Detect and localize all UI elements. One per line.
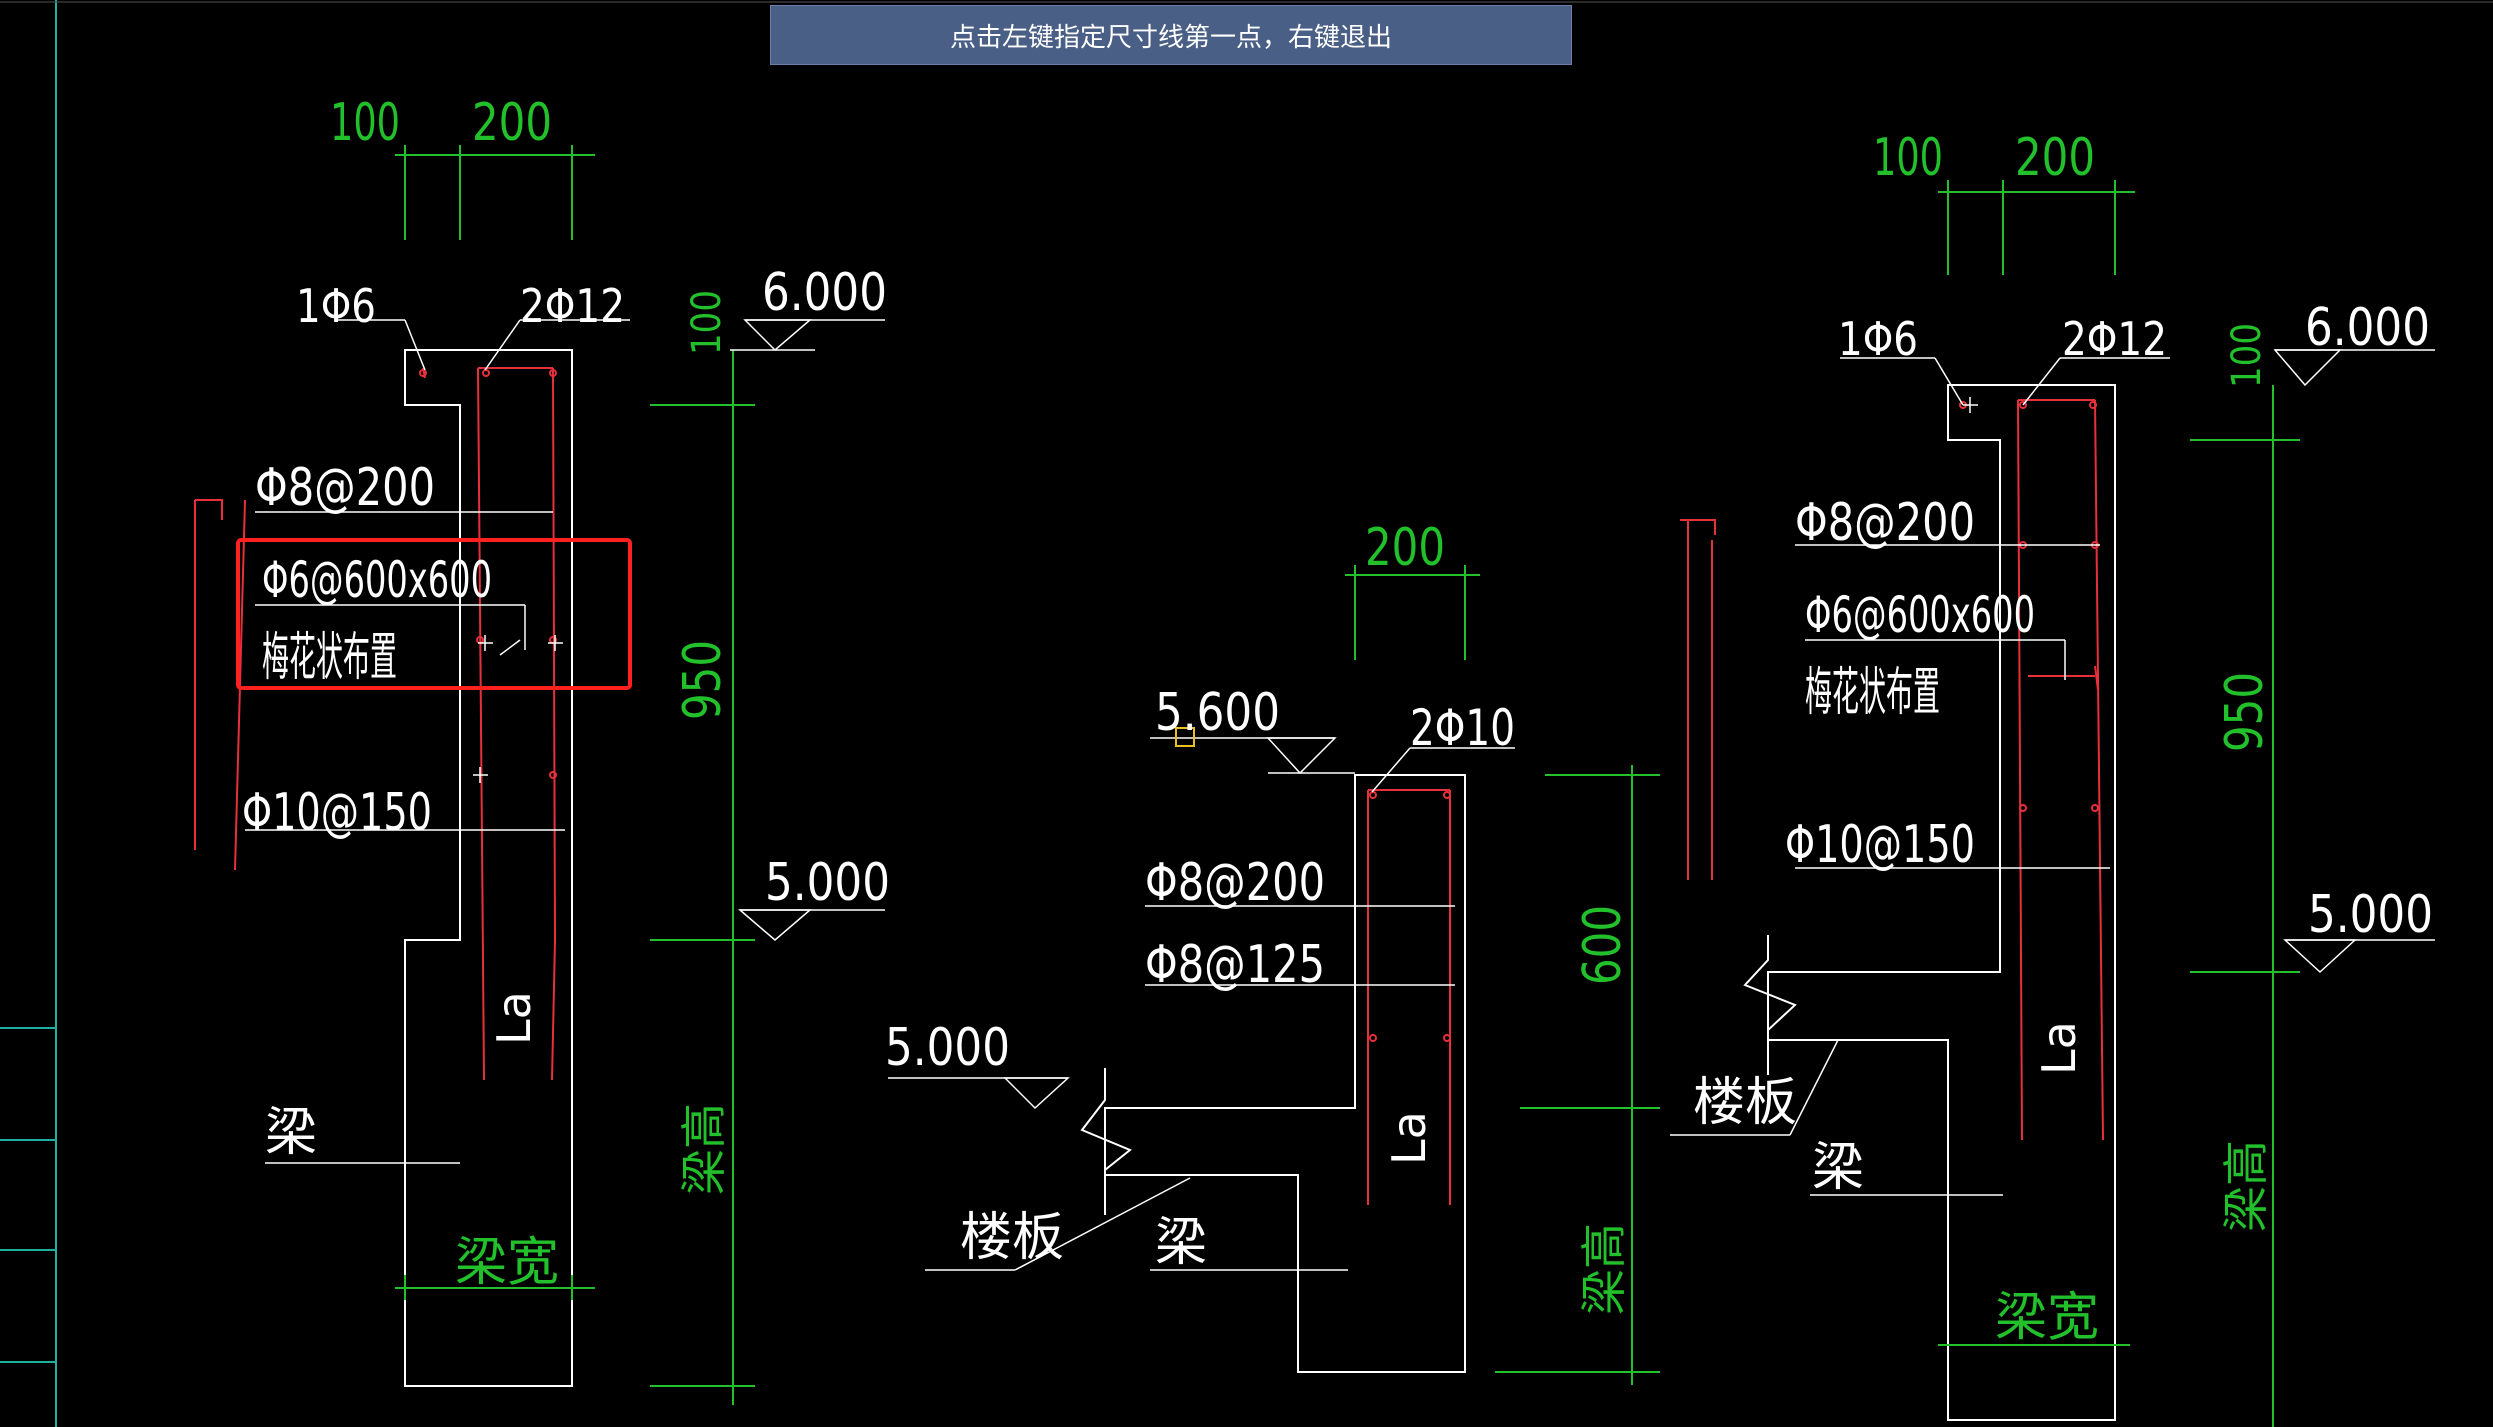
left-tie-layout: 梅花状布置 [262,628,397,688]
right-beam-height: 梁高 [2219,1140,2273,1232]
command-prompt-text: 点击左键指定尺寸线第一点，右键退出 [949,22,1392,53]
detail-middle: 200 5.600 2Φ10 Φ8@200 Φ8@125 600 5.000 楼… [885,518,1660,1385]
left-tie-markers [473,635,563,783]
right-slab-label: 楼板 [1693,1073,1797,1133]
right-tie-layout: 梅花状布置 [1805,663,1940,723]
detail-right: 100 200 1Φ6 2Φ12 6.000 100 Φ8@200 Φ6@600… [1670,128,2435,1427]
detail-left: 100 200 1Φ6 2Φ12 6.000 100 Φ8@200 Φ6@600… [194,93,890,1405]
middle-anchor-la: La [1382,1111,1436,1165]
middle-dim-top-200: 200 [1365,518,1445,578]
right-bar-top-left: 1Φ6 [1838,312,1918,366]
right-dim-top-100: 100 [1873,128,1943,188]
right-beam-label: 梁 [1812,1138,1864,1198]
left-elev-mid: 5.000 [765,853,890,913]
left-dim-top-100: 100 [330,93,400,153]
middle-stirrup-1: Φ8@200 [1145,853,1325,913]
left-dimensions [395,145,755,1405]
middle-section-outline [1104,774,1466,1373]
right-stirrup: Φ8@200 [1795,493,1975,553]
right-elev-top: 6.000 [2305,298,2430,358]
right-horiz-bar: Φ10@150 [1785,815,1975,875]
middle-leaders [888,737,1515,1271]
middle-rebar [1367,789,1451,1205]
right-beam-width: 梁宽 [1995,1288,2099,1348]
snap-marker [1175,727,1195,747]
middle-elev-top: 5.600 [1155,683,1280,743]
left-elev-top: 6.000 [762,263,887,323]
left-dim-v-100: 100 [684,290,730,355]
middle-slab-label: 楼板 [960,1208,1064,1268]
right-dimensions [1938,180,2300,1427]
right-anchor-la: La [2032,1021,2086,1075]
middle-elev-slab: 5.000 [885,1018,1010,1078]
right-bar-top-right: 2Φ12 [2062,312,2167,366]
right-leaders [1670,349,2435,1196]
right-elev-mid: 5.000 [2308,885,2433,945]
left-beam-height: 梁高 [677,1103,731,1195]
left-beam-width: 梁宽 [455,1233,559,1293]
middle-bar-top: 2Φ10 [1410,699,1515,757]
drawing-frame [0,0,57,1427]
left-bar-top-left: 1Φ6 [296,279,376,333]
left-section-outline [404,349,573,1387]
right-dim-top-200: 200 [2015,128,2095,188]
left-leaders [245,319,885,1164]
middle-stirrup-2: Φ8@125 [1145,935,1325,995]
left-beam-label: 梁 [265,1103,317,1163]
left-tie-spec: Φ6@600x600 [262,551,492,609]
middle-dimensions [1345,565,1660,1385]
right-tie-markers [1963,397,1978,413]
left-stirrup: Φ8@200 [255,458,435,518]
left-bar-top-right: 2Φ12 [520,279,625,333]
command-prompt-banner: 点击左键指定尺寸线第一点，右键退出 [770,5,1572,65]
left-dim-top-200: 200 [472,93,552,153]
highlight-selection-box [236,538,632,690]
right-tie-spec: Φ6@600x600 [1805,586,2035,644]
left-dim-950: 950 [673,640,733,720]
middle-beam-label: 梁 [1155,1213,1207,1273]
right-dim-950: 950 [2215,672,2275,752]
middle-dim-600: 600 [1573,905,1633,985]
middle-beam-height: 梁高 [1577,1223,1631,1315]
right-dim-v-100: 100 [2224,323,2270,388]
left-horiz-bar: Φ10@150 [242,783,432,843]
left-anchor-la: La [487,991,541,1045]
